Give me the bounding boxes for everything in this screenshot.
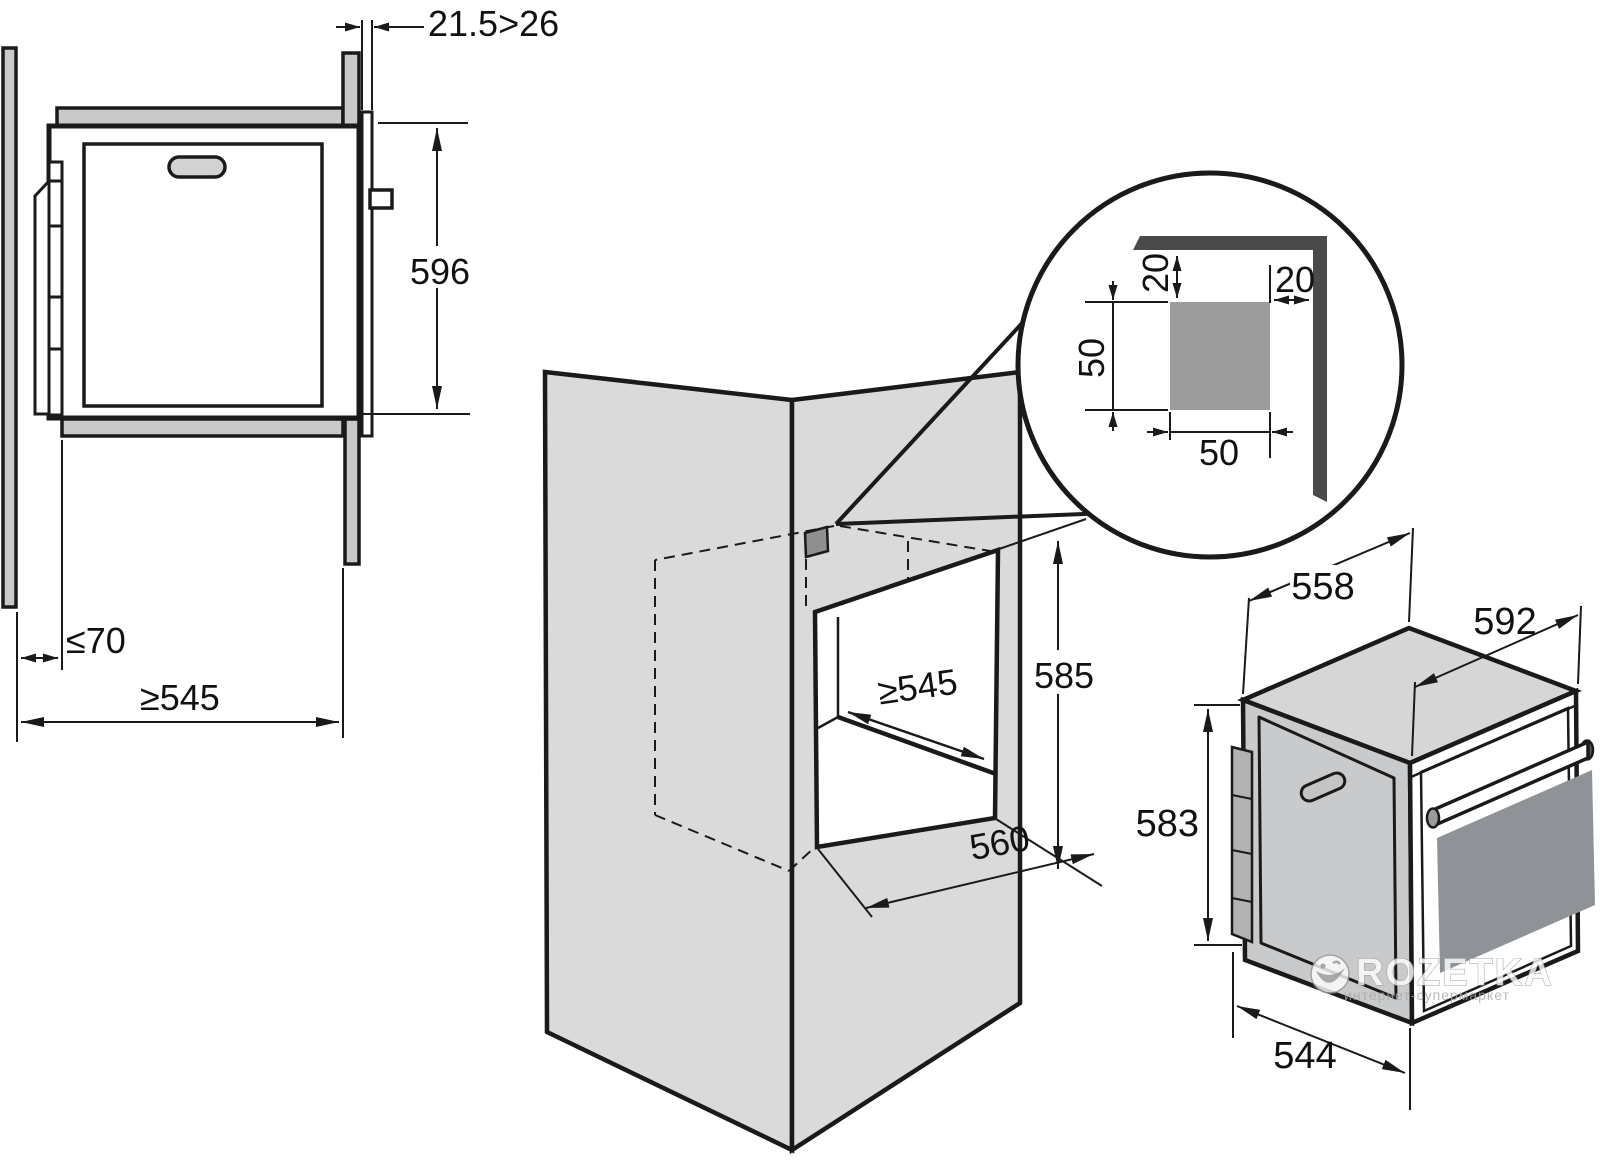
hinge-strip [1230, 745, 1254, 944]
opening-height-label: 585 [1034, 655, 1094, 696]
dim-vent-height: 50 [1071, 281, 1168, 431]
dim-niche-depth: ≥545 [847, 661, 985, 761]
door-glass [1437, 770, 1595, 973]
oven-bottom-depth-label: 544 [1273, 1035, 1336, 1077]
rear-wall [1, 46, 18, 609]
oven-height-3d-label: 583 [1136, 803, 1199, 845]
hidden-niche-dashed [654, 525, 997, 872]
side-section-view: 21.5>26 596 ≤70 ≥545 [1, 3, 559, 742]
dim-oven-height: 596 [360, 122, 471, 415]
dim-oven-height-3d: 583 [1136, 704, 1242, 946]
rear-bracket [33, 177, 51, 416]
rear-rail [47, 160, 64, 417]
watermark-subtitle: интернет-супермаркет [1344, 987, 1510, 1003]
rear-clearance-label: ≤70 [66, 620, 126, 661]
watermark-logo [1310, 954, 1350, 994]
oven-cavity-section [82, 142, 324, 408]
door-handle-section [368, 188, 394, 210]
dim-oven-bottom-depth: 544 [1232, 952, 1411, 1110]
dim-opening-width: 560 [817, 817, 1095, 918]
min-depth-side-label: ≥545 [140, 677, 220, 718]
front-gap-label: 21.5>26 [428, 3, 559, 44]
vent-width-label: 50 [1199, 432, 1239, 473]
watermark-brand: ROZETKA [1356, 952, 1554, 994]
vent-offset-side-label: 20 [1275, 259, 1315, 300]
dim-min-depth-side: ≥545 [21, 568, 344, 738]
dim-rear-clearance: ≤70 [16, 440, 126, 742]
side-panel-inset [1257, 715, 1398, 1000]
cabinet-lower-front-panel [343, 417, 361, 566]
dim-vent-width: 50 [1147, 412, 1293, 473]
oven-door-front-section [360, 110, 374, 438]
cabinet-bottom-shelf [60, 417, 345, 438]
handle-end-cap [1425, 807, 1441, 829]
vent-square [1170, 302, 1270, 410]
dim-front-gap: 21.5>26 [336, 3, 559, 110]
dim-oven-width: 592 [1411, 601, 1582, 757]
niche-opening [812, 546, 1001, 850]
vent-height-label: 50 [1071, 338, 1112, 378]
cabinet-3d-view: ≥545 585 560 [542, 277, 1109, 1155]
dim-oven-top-depth: 558 [1242, 527, 1414, 695]
oven-width-label: 592 [1473, 601, 1536, 643]
watermark: ROZETKA интернет-супермаркет [1310, 951, 1554, 1003]
dim-vent-offset-side: 20 [1269, 259, 1315, 305]
cabinet-left-face [542, 369, 795, 1154]
dim-vent-offset-top: 20 [1135, 253, 1182, 298]
door-seam [1419, 706, 1573, 1013]
vent-slot [167, 155, 227, 179]
cabinet-upper-front-panel [341, 51, 361, 129]
oven-3d-view: 558 592 583 544 [1136, 527, 1595, 1110]
vent-detail-callout: 20 20 50 50 [1015, 170, 1405, 560]
side-vent-slot [1299, 771, 1347, 803]
vent-cutout [803, 525, 830, 559]
oven-top-depth-label: 558 [1291, 566, 1354, 608]
oven-height-label: 596 [410, 251, 470, 292]
dim-opening-height: 585 [995, 518, 1103, 887]
vent-offset-top-label: 20 [1135, 253, 1176, 293]
